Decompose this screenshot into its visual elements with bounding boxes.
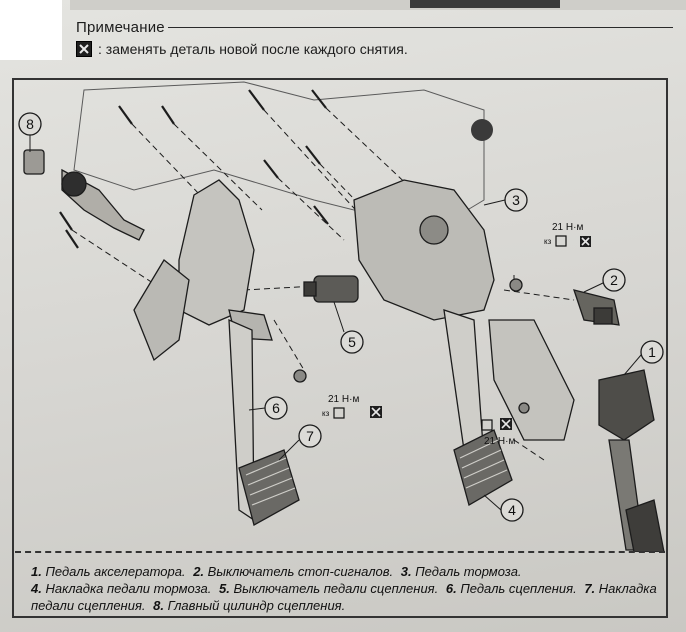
- caption-item: 7. Накладка педали сцепления.: [31, 581, 657, 613]
- replace-part-icon: [76, 41, 92, 57]
- torque-icon: [333, 407, 345, 419]
- header-title-fragment: [410, 0, 560, 8]
- mounting-studs: [59, 89, 329, 249]
- accelerator-pedal: [598, 369, 665, 552]
- callout-6: 6: [264, 396, 288, 420]
- torque-prefix: кз: [544, 237, 552, 246]
- callout-4: 4: [500, 498, 524, 522]
- callout-2: 2: [602, 268, 626, 292]
- callout-8: 8: [18, 112, 42, 136]
- header-strip: [70, 0, 686, 10]
- torque-group-left: 21 Н·м кз: [322, 394, 382, 419]
- clutch-master-cylinder: [23, 149, 145, 241]
- brake-pedal: [353, 179, 575, 506]
- caption-item: 3. Педаль тормоза.: [400, 564, 522, 579]
- callout-5: 5: [340, 330, 364, 354]
- callout-7: 7: [298, 424, 322, 448]
- torque-icon: [555, 235, 567, 247]
- stop-lamp-switch: [573, 289, 620, 326]
- torque-label: 21 Н·м: [484, 436, 515, 447]
- torque-icon: [481, 419, 493, 431]
- callout-label: 8: [26, 116, 34, 132]
- panel-logo: [471, 119, 493, 141]
- caption-item: 4. Накладка педали тормоза.: [31, 581, 212, 596]
- note-text-row: : заменять деталь новой после каждого сн…: [76, 41, 408, 57]
- figure-frame: [12, 78, 668, 618]
- clutch-pedal-switch: [303, 275, 359, 303]
- callout-label: 2: [610, 272, 618, 288]
- blank-corner: [0, 0, 62, 60]
- note-text: : заменять деталь новой после каждого сн…: [98, 41, 408, 57]
- caption-item: 5. Выключатель педали сцепления.: [219, 581, 439, 596]
- callout-3: 3: [504, 188, 528, 212]
- torque-group-upper: 21 Н·м кз: [544, 222, 591, 247]
- caption-item: 6. Педаль сцепления.: [445, 581, 577, 596]
- torque-group-lower: 21 Н·м: [481, 418, 515, 447]
- callout-label: 3: [512, 192, 520, 208]
- torque-label: 21 Н·м: [328, 394, 359, 405]
- pedal-assembly-diagram: 21 Н·м кз 21 Н·м кз 21 Н·м 8 3 2 1 5 6: [18, 81, 665, 552]
- leader-lines: [29, 135, 642, 511]
- callout-label: 1: [648, 344, 656, 360]
- clutch-pedal: [133, 179, 300, 526]
- figure-caption: 1. Педаль акселератора. 2. Выключатель с…: [15, 551, 665, 615]
- note-title: Примечание: [76, 19, 165, 36]
- caption-item: 1. Педаль акселератора.: [31, 564, 186, 579]
- callout-label: 4: [508, 502, 516, 518]
- callout-label: 5: [348, 334, 356, 350]
- callout-1: 1: [640, 340, 664, 364]
- torque-label: 21 Н·м: [552, 222, 583, 233]
- torque-prefix: кз: [322, 409, 330, 418]
- note-rule: [168, 27, 673, 28]
- caption-item: 8. Главный цилиндр сцепления.: [153, 598, 346, 613]
- caption-item: 2. Выключатель стоп-сигналов.: [193, 564, 394, 579]
- callout-label: 6: [272, 400, 280, 416]
- nut-5: [293, 369, 307, 383]
- callout-label: 7: [306, 428, 314, 444]
